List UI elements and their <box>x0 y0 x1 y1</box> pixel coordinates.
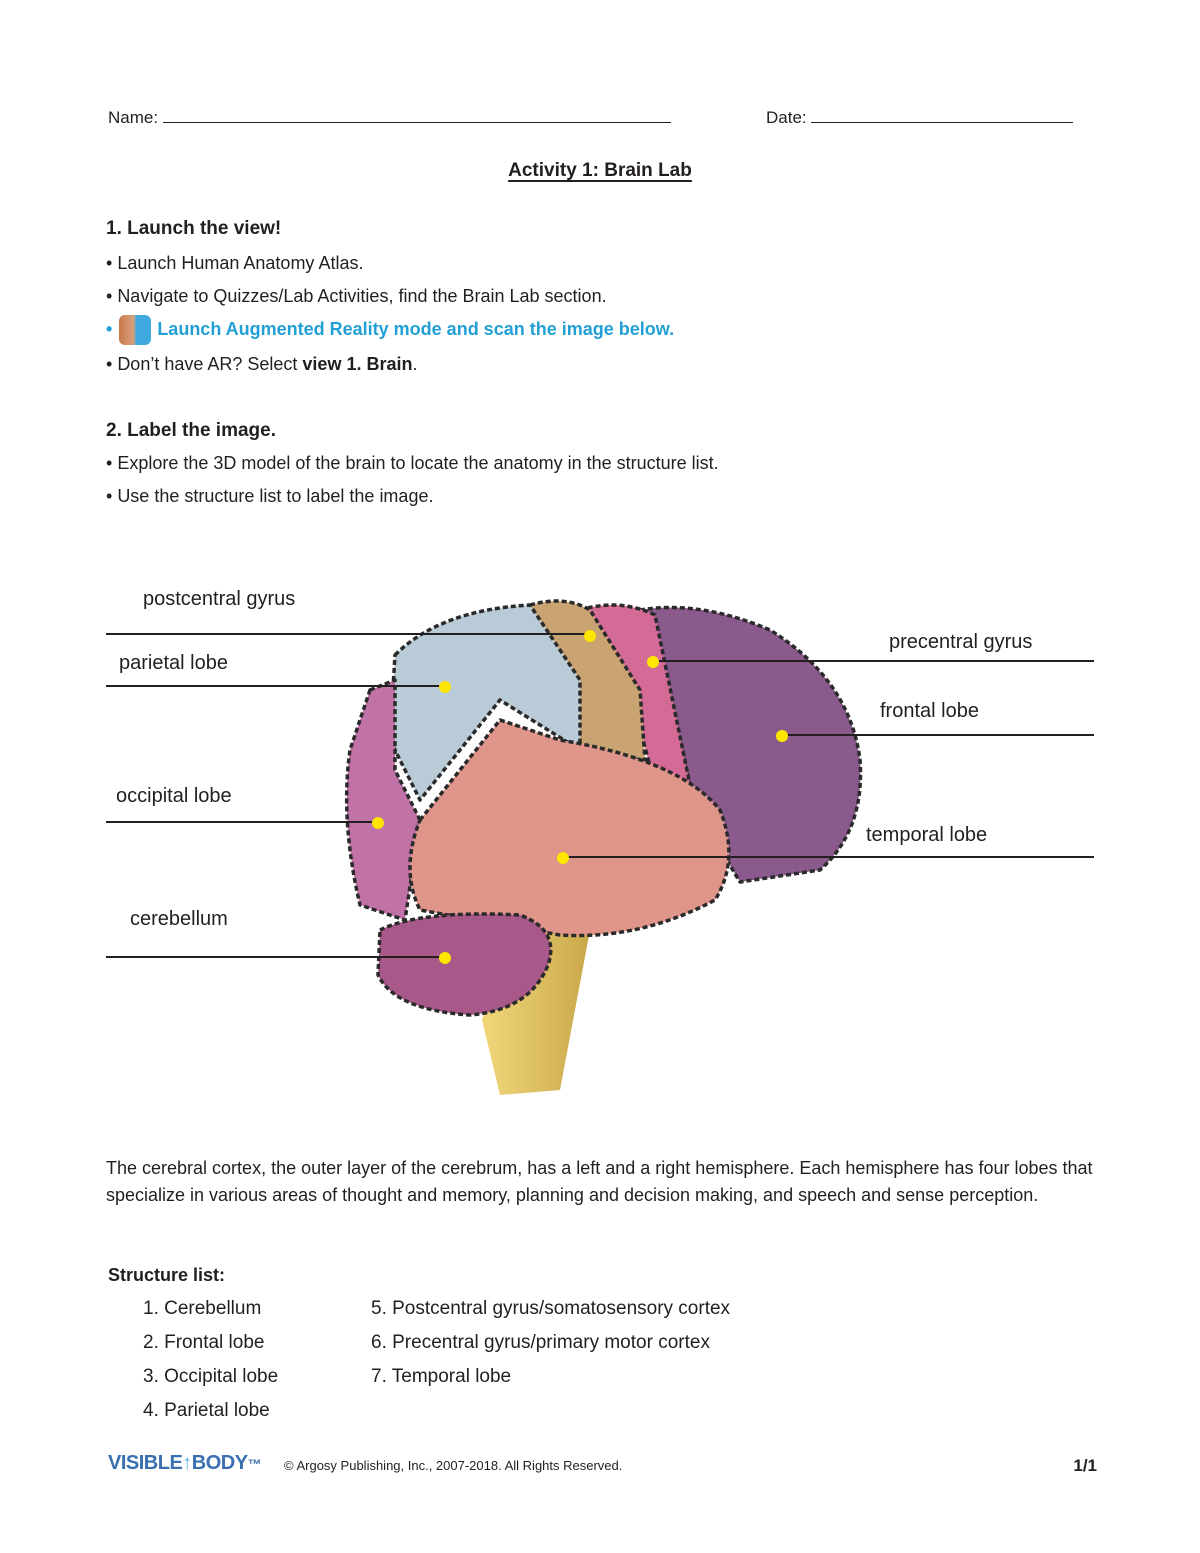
occipital-lobe-region <box>344 678 422 922</box>
name-field[interactable]: Name: <box>108 108 671 128</box>
date-field[interactable]: Date: <box>766 108 1074 128</box>
description-paragraph: The cerebral cortex, the outer layer of … <box>106 1158 1093 1205</box>
label-occipital-lobe: occipital lobe <box>116 785 232 807</box>
marker-parietal <box>439 681 451 693</box>
name-blank-line[interactable] <box>162 108 671 123</box>
section1-heading: 1. Launch the view! <box>106 218 282 239</box>
structure-item-7: 7. Temporal lobe <box>371 1366 512 1387</box>
bullet-launch-ar[interactable]: • Launch Augmented Reality mode and scan… <box>106 315 674 345</box>
marker-frontal <box>776 730 788 742</box>
structure-item-2: 2. Frontal lobe <box>143 1332 265 1353</box>
bullet-navigate: • Navigate to Quizzes/Lab Activities, fi… <box>106 286 607 306</box>
name-label: Name: <box>108 108 159 127</box>
structure-item-5: 5. Postcentral gyrus/somatosensory corte… <box>371 1298 731 1319</box>
bullet-use-list: • Use the structure list to label the im… <box>106 486 434 506</box>
structure-item-6: 6. Precentral gyrus/primary motor cortex <box>371 1332 710 1353</box>
label-temporal-lobe: temporal lobe <box>866 824 988 846</box>
cerebellum-region <box>376 912 553 1017</box>
parietal-lobe-region <box>388 603 582 802</box>
label-cerebellum: cerebellum <box>130 908 228 930</box>
brain-diagram <box>106 599 1094 1095</box>
anatomy-atlas-app-icon <box>119 315 152 345</box>
date-blank-line[interactable] <box>811 108 1074 123</box>
date-label: Date: <box>766 108 807 127</box>
copyright-text: © Argosy Publishing, Inc., 2007-2018. Al… <box>284 1458 623 1473</box>
temporal-lobe-region <box>408 718 731 938</box>
label-parietal-lobe: parietal lobe <box>119 652 228 674</box>
structure-list-heading: Structure list: <box>108 1265 226 1285</box>
label-postcentral-gyrus: postcentral gyrus <box>143 588 296 610</box>
marker-temporal <box>557 852 569 864</box>
figure-icon: ↑ <box>182 1452 192 1474</box>
visible-body-logo: VISIBLE↑BODY™ <box>108 1452 262 1474</box>
bullet-launch-atlas: • Launch Human Anatomy Atlas. <box>106 253 364 273</box>
bullet-explore: • Explore the 3D model of the brain to l… <box>106 453 719 473</box>
structure-item-1: 1. Cerebellum <box>143 1298 262 1319</box>
structure-item-4: 4. Parietal lobe <box>143 1400 270 1421</box>
label-frontal-lobe: frontal lobe <box>880 700 979 722</box>
marker-cerebellum <box>439 952 451 964</box>
page-title: Activity 1: Brain Lab <box>508 160 692 181</box>
marker-postcentral <box>584 630 596 642</box>
structure-item-3: 3. Occipital lobe <box>143 1366 279 1387</box>
bullet-no-ar: • Don’t have AR? Select view 1. Brain. <box>106 354 418 374</box>
marker-occipital <box>372 817 384 829</box>
marker-precentral <box>647 656 659 668</box>
label-precentral-gyrus: precentral gyrus <box>889 631 1033 653</box>
section2-heading: 2. Label the image. <box>106 420 276 441</box>
page-number: 1/1 <box>1073 1456 1097 1475</box>
